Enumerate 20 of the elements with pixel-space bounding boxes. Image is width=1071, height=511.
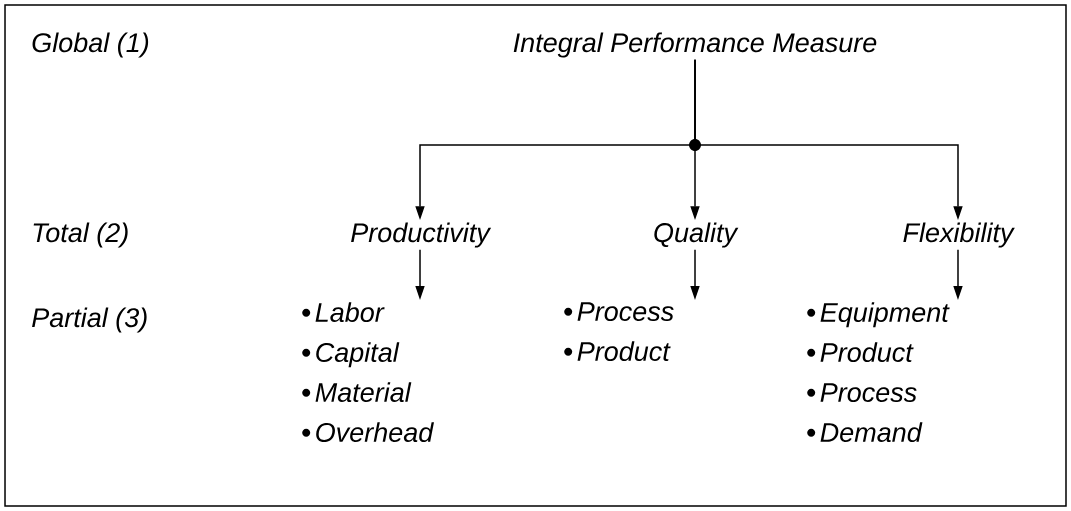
node-label: Product (577, 341, 671, 362)
category-text: Quality (654, 222, 739, 248)
node-label: Process (820, 383, 917, 403)
bullet-list: Process Product (564, 302, 674, 362)
node-label: Labor (315, 302, 385, 323)
node-label: Demand (820, 422, 923, 443)
node-label: Capital (316, 342, 400, 368)
node-label: Material (315, 382, 412, 403)
bullet-list: Labor Capital Material Overhead (302, 302, 434, 443)
level-label: Global (1) (32, 32, 149, 58)
node-label: Process (577, 302, 674, 322)
level-label: Total (2) (33, 222, 128, 248)
category-text: Productivity (351, 222, 492, 248)
node-label: Overhead (316, 422, 434, 443)
bullet-list: Equipment Product Process Demand (807, 302, 950, 443)
node-label: Equipment (820, 302, 950, 328)
level-label: Partial (3) (32, 307, 147, 333)
node-label: Product (820, 342, 914, 363)
category-text: Integral Performance Measure (513, 32, 877, 58)
category-text: Flexibility (903, 222, 1015, 248)
